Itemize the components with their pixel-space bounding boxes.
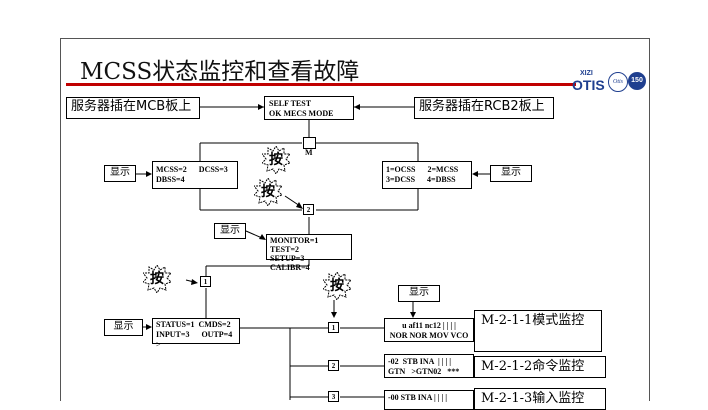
mode-line-1: u af11 nc12 | | | |: [402, 321, 456, 330]
selftest-line-1: SELF TEST: [269, 99, 312, 108]
logo-badge-text: Otis: [612, 79, 623, 85]
mcss-line-2: DBSS=4: [156, 175, 185, 184]
command-monitor-box: -02 STB INA | | | | GTN >GTN02 ***: [384, 354, 474, 378]
mcss-line-1: MCSS=2 DCSS=3: [156, 165, 228, 174]
monitor-line-2: TEST=2: [270, 245, 300, 254]
press-icon-3: 按: [141, 264, 173, 294]
callout-rcb2-server: 服务器插在RCB2板上: [414, 97, 554, 119]
mode-line-2: NOR NOR MOV VCO: [389, 331, 469, 340]
page-title: MCSS状态监控和查看故障: [80, 59, 360, 85]
selftest-box: SELF TEST OK MECS MODE: [264, 96, 354, 120]
callout-show-mode: 显示: [398, 285, 440, 302]
key-m-box: [303, 137, 316, 149]
status-menu-box: STATUS=1 CMDS=2 INPUT=3 OUTP=4 >: [152, 318, 240, 349]
label-m211-mode: M-2-1-1模式监控: [474, 310, 602, 352]
command-line-1: -02 STB INA | | | |: [388, 357, 452, 366]
logo-badge-number: 150: [631, 77, 643, 84]
key-1-right-box: 1: [328, 322, 339, 333]
press-text-3: 按: [150, 271, 164, 287]
label-m213-input: M-2-1-3输入监控: [474, 388, 606, 410]
callout-show-status: 显示: [104, 319, 143, 336]
logo-badge-150: 150: [628, 72, 646, 90]
monitor-line-4: CALIBR=4: [270, 263, 310, 272]
logo-brand-main: OTIS: [572, 77, 605, 93]
logo-brand-top: XIZI: [580, 70, 593, 77]
selftest-line-2: OK MECS MODE: [269, 109, 334, 118]
press-icon-1: 按: [260, 145, 292, 175]
label-m212-command: M-2-1-2命令监控: [474, 356, 606, 378]
connector-lines: [136, 104, 490, 400]
status-line-2: INPUT=3 OUTP=4: [156, 330, 233, 339]
monitor-line-3: SETUP=3: [270, 254, 305, 263]
callout-show-left-1: 显示: [104, 165, 136, 182]
logo-badge-circle: Otis: [608, 72, 628, 92]
status-line-3: >: [156, 340, 161, 349]
mode-monitor-box: u af11 nc12 | | | | NOR NOR MOV VCO: [384, 318, 474, 342]
press-text-4: 按: [330, 278, 344, 294]
monitor-line-1: MONITOR=1: [270, 236, 319, 245]
callout-mcb-server: 服务器插在MCB板上: [66, 97, 200, 119]
key-2-right-box: 2: [328, 360, 339, 371]
press-icon-2: 按: [252, 177, 284, 207]
callout-show-monitor: 显示: [214, 223, 246, 239]
input-monitor-box: -00 STB INA | | | |: [384, 390, 474, 410]
key-m-label: M: [305, 148, 313, 157]
callout-show-right-1: 显示: [490, 165, 532, 182]
ocss-option-box: 1=OCSS 2=MCSS 3=DCSS 4=DBSS: [382, 161, 472, 189]
press-icon-4: 按: [321, 271, 353, 301]
key-1-left-box: 1: [200, 276, 211, 287]
ocss-line-2: 3=DCSS 4=DBSS: [386, 175, 456, 184]
title-underline: [66, 83, 576, 86]
input-line-1: -00 STB INA | | | |: [388, 393, 448, 402]
press-text-2: 按: [261, 184, 275, 200]
otis-logo: XIZI OTIS Otis 150: [570, 70, 648, 94]
key-3-right-box: 3: [328, 391, 339, 402]
press-text-1: 按: [269, 152, 283, 168]
ocss-line-1: 1=OCSS 2=MCSS: [386, 165, 459, 174]
monitor-menu-box: MONITOR=1 TEST=2 SETUP=3 CALIBR=4: [266, 234, 352, 272]
command-line-2: GTN >GTN02 ***: [388, 367, 460, 376]
status-line-1: STATUS=1 CMDS=2: [156, 320, 231, 329]
mcss-option-box: MCSS=2 DCSS=3 DBSS=4: [152, 161, 238, 189]
key-2-box: 2: [303, 204, 314, 215]
